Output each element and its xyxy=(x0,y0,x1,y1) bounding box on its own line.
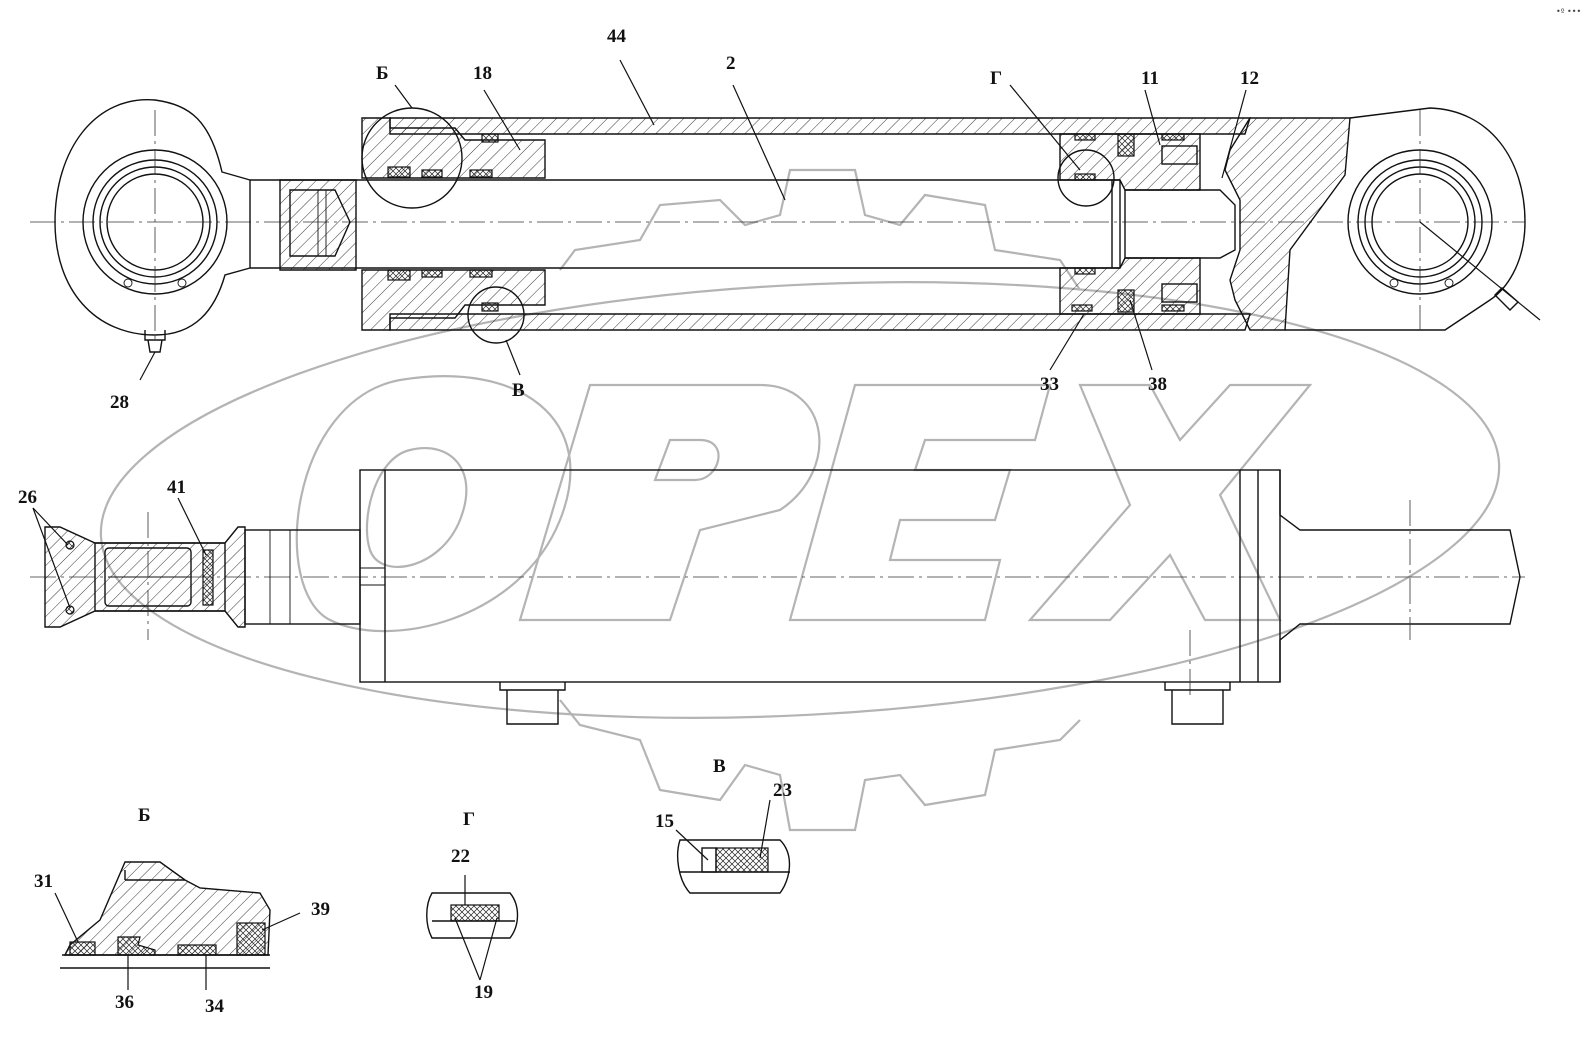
view-marker-g: Г xyxy=(990,68,1002,89)
callout-18: 18 xyxy=(473,63,492,84)
detail-v xyxy=(675,799,791,894)
callout-15: 15 xyxy=(655,811,674,832)
cylinder-barrel-top xyxy=(389,117,1251,135)
cylinder-bottom-head xyxy=(1224,117,1351,331)
callout-33: 33 xyxy=(1040,374,1059,395)
callout-31: 31 xyxy=(34,871,53,892)
callout-22: 22 xyxy=(451,846,470,867)
rod-eye-left xyxy=(54,99,251,353)
corner-mark: •º ••• xyxy=(1556,7,1581,16)
watermark-letter-o xyxy=(295,375,572,633)
watermark-letter-e xyxy=(788,383,1052,622)
callout-44: 44 xyxy=(607,26,627,47)
callout-36: 36 xyxy=(115,992,134,1013)
callout-23: 23 xyxy=(773,780,792,801)
view-marker-b: Б xyxy=(376,63,389,84)
detail-title-b: Б xyxy=(138,805,151,826)
gland-top xyxy=(361,117,546,179)
callout-labels: 44 2 18 11 12 28 33 38 26 41 31 36 34 39… xyxy=(18,7,1581,1017)
gland-bottom xyxy=(361,269,546,331)
detail-marker-v-circle xyxy=(467,286,525,344)
callout-2: 2 xyxy=(726,53,736,74)
callout-28: 28 xyxy=(110,392,129,413)
detail-title-g: Г xyxy=(463,809,475,830)
barrel-exterior xyxy=(359,469,1281,683)
callout-38: 38 xyxy=(1148,374,1167,395)
cylinder-barrel-bottom xyxy=(389,313,1251,331)
watermark-gear xyxy=(559,168,1081,832)
bottom-eye-right xyxy=(1285,107,1541,331)
section-view xyxy=(30,59,1541,381)
detail-g xyxy=(426,875,519,981)
callout-12: 12 xyxy=(1240,68,1259,89)
callout-11: 11 xyxy=(1141,68,1159,89)
detail-title-v: В xyxy=(713,756,726,777)
watermark-letter-x xyxy=(1027,383,1313,622)
exterior-view xyxy=(30,469,1525,725)
detail-marker-g-circle xyxy=(1057,149,1115,207)
watermark xyxy=(99,168,1501,832)
callout-41: 41 xyxy=(167,477,186,498)
watermark-ellipse xyxy=(99,281,1501,719)
callout-19: 19 xyxy=(474,982,493,1003)
watermark-letter-p xyxy=(518,383,821,622)
detail-b xyxy=(54,861,301,990)
callout-39: 39 xyxy=(311,899,330,920)
callout-34: 34 xyxy=(205,996,225,1017)
view-marker-v: В xyxy=(512,380,525,401)
callout-26: 26 xyxy=(18,487,37,508)
